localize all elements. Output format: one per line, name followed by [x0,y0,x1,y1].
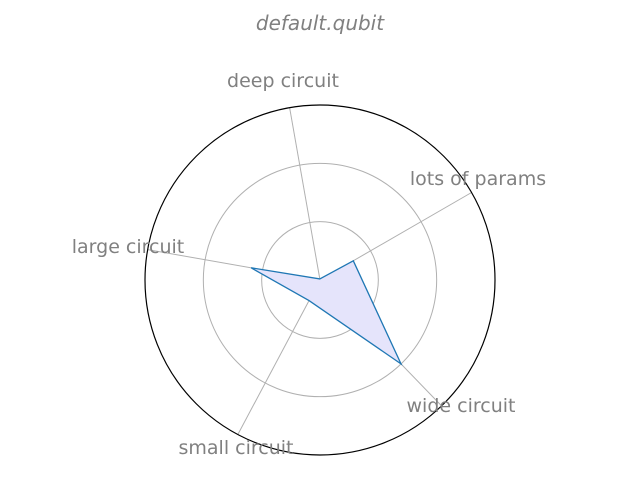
axis-label-small-circuit: small circuit [179,437,294,459]
axis-label-lots-of-params: lots of params [410,168,546,190]
spoke-2 [289,107,321,281]
grid-circle-1 [261,221,379,339]
axis-label-wide-circuit: wide circuit [407,395,516,417]
series-polygon [250,259,403,366]
radar-frame [144,104,496,456]
axis-label-deep-circuit: deep circuit [227,70,339,92]
grid-circle-2 [202,162,438,398]
spoke-4 [237,279,321,435]
radar-spokes [147,107,472,435]
axis-label-large-circuit: large circuit [72,236,185,258]
radar-grid [202,162,438,398]
axis-labels: lots of params deep circuit large circuit s… [72,70,546,459]
chart-title: default.qubit [256,11,385,35]
